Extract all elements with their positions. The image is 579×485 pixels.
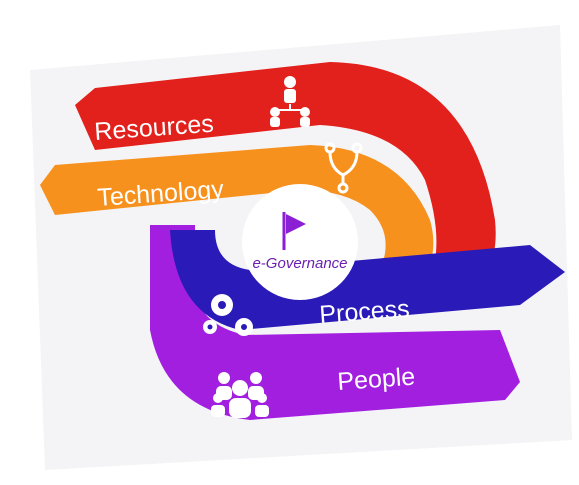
people-band [150, 225, 520, 420]
gears-icon [203, 294, 253, 336]
people-label: People [336, 363, 416, 396]
technology-band [40, 145, 434, 285]
process-label: Process [318, 295, 410, 329]
hierarchy-people-icon [270, 76, 310, 127]
group-of-people-icon [211, 372, 269, 418]
process-band [170, 230, 565, 330]
flag-icon [282, 212, 306, 250]
branch-icon [324, 142, 363, 194]
center-disc [242, 184, 358, 300]
center-label: e-Governance [252, 255, 347, 272]
resources-band [75, 62, 496, 290]
